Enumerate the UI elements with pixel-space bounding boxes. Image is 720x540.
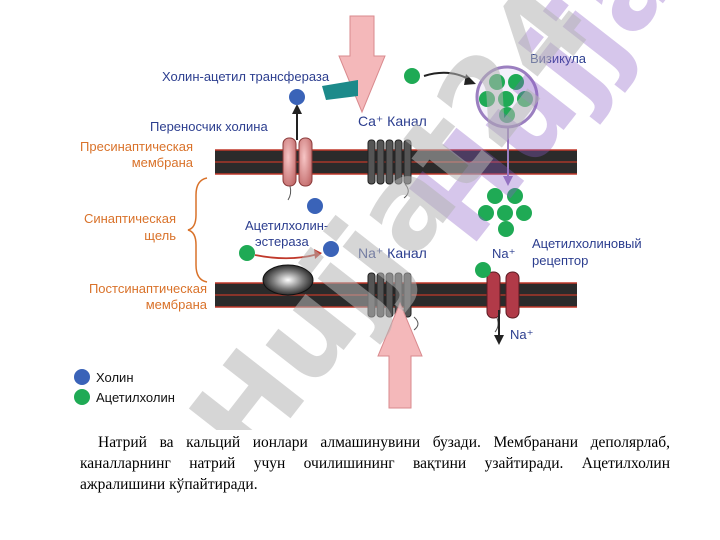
ca-channel xyxy=(367,139,412,199)
label-postsynaptic-1: Постсинаптическая xyxy=(89,281,207,296)
choline-top xyxy=(289,89,305,105)
hydrolysis-arrow xyxy=(254,253,319,260)
label-vesicle: Визикула xyxy=(530,51,587,66)
label-presynaptic-2: мембрана xyxy=(132,155,194,170)
label-presynaptic-1: Пресинаптическая xyxy=(80,139,193,154)
caption-text: Натрий ва кальций ионлари алмашинувини б… xyxy=(80,434,670,493)
transferase-enzyme xyxy=(322,80,358,100)
label-ca-channel: Ca⁺ Канал xyxy=(358,113,427,129)
acetylcholine-receptor-bound xyxy=(475,262,491,278)
acetylcholine-receptor xyxy=(486,271,520,333)
label-receptor-2: рецептор xyxy=(532,253,588,268)
legend-choline-label: Холин xyxy=(96,370,134,385)
label-na-ion: Na⁺ xyxy=(492,246,515,261)
label-transferase: Холин-ацетил трансфераза xyxy=(162,69,330,84)
esterase-enzyme xyxy=(262,264,314,296)
carrier-arrowhead xyxy=(292,104,302,114)
label-esterase-2: эстераза xyxy=(255,234,309,249)
choline-carrier xyxy=(282,137,313,201)
legend-acetylcholine-swatch xyxy=(74,389,90,405)
hydrolysis-arrowhead xyxy=(314,249,322,259)
acetylcholine-cleft xyxy=(239,245,255,261)
choline-cleft xyxy=(307,198,323,214)
label-cleft-1: Синаптическая xyxy=(84,211,176,226)
choline-near-esterase xyxy=(323,241,339,257)
ca-influx-arrow xyxy=(338,15,386,114)
na-out-arrowhead xyxy=(494,335,504,345)
label-carrier: Переносчик холина xyxy=(150,119,268,134)
label-na-channel: Na⁺ Канал xyxy=(358,245,427,261)
label-cleft-2: щель xyxy=(144,228,176,243)
label-na-out: Na⁺ xyxy=(510,327,533,342)
legend-acetylcholine-label: Ацетилхолин xyxy=(96,390,175,405)
synapse-diagram: Холин-ацетил трансфераза Визикула Перено… xyxy=(74,0,720,430)
legend: Холин Ацетилхолин xyxy=(74,369,175,405)
label-postsynaptic-2: мембрана xyxy=(146,297,208,312)
label-receptor-1: Ацетилхолиновый xyxy=(532,236,642,251)
vesicle-acetylcholine xyxy=(479,74,533,123)
transferase-arrowhead xyxy=(464,74,476,85)
released-acetylcholine xyxy=(478,188,532,237)
cleft-bracket xyxy=(187,177,208,283)
label-esterase-1: Ацетилхолин- xyxy=(245,218,328,233)
acetylcholine-top xyxy=(404,68,420,84)
legend-choline-swatch xyxy=(74,369,90,385)
vesicle-release-arrowhead xyxy=(503,176,513,186)
na-influx-arrow xyxy=(377,301,423,409)
